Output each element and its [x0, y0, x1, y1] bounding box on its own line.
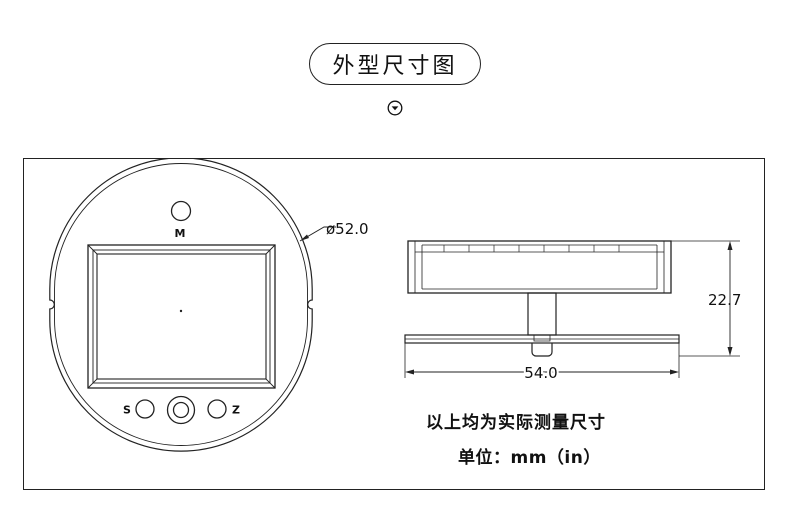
label-z: Z — [232, 404, 240, 417]
dimension-drawing-frame: M S Z ø52.0 — [23, 158, 765, 490]
height-label: 22.7 — [708, 291, 741, 309]
measurement-note: 以上均为实际测量尺寸 — [426, 413, 606, 433]
section-title: 外型尺寸图 — [309, 43, 481, 85]
s-button-hole — [135, 399, 155, 419]
side-housing — [407, 240, 672, 294]
front-inner-outline — [54, 163, 308, 446]
front-view — [49, 159, 336, 452]
label-m: M — [175, 227, 186, 240]
center-knob-outer — [166, 395, 196, 425]
m-button-hole — [170, 200, 192, 222]
side-knob — [531, 343, 553, 357]
chevron-down-circle-icon[interactable] — [387, 100, 403, 116]
display-window — [87, 244, 276, 389]
label-s: S — [123, 404, 131, 417]
z-button-hole — [207, 399, 227, 419]
side-stem — [527, 292, 557, 336]
side-view — [404, 240, 740, 378]
front-body-outline — [49, 159, 313, 452]
center-knob-inner — [172, 401, 190, 419]
diameter-label: ø52.0 — [326, 220, 369, 238]
width-label: 54.0 — [524, 364, 557, 382]
dimension-drawing: M S Z ø52.0 — [49, 159, 741, 452]
unit-note: 单位：mm（in） — [458, 448, 601, 468]
